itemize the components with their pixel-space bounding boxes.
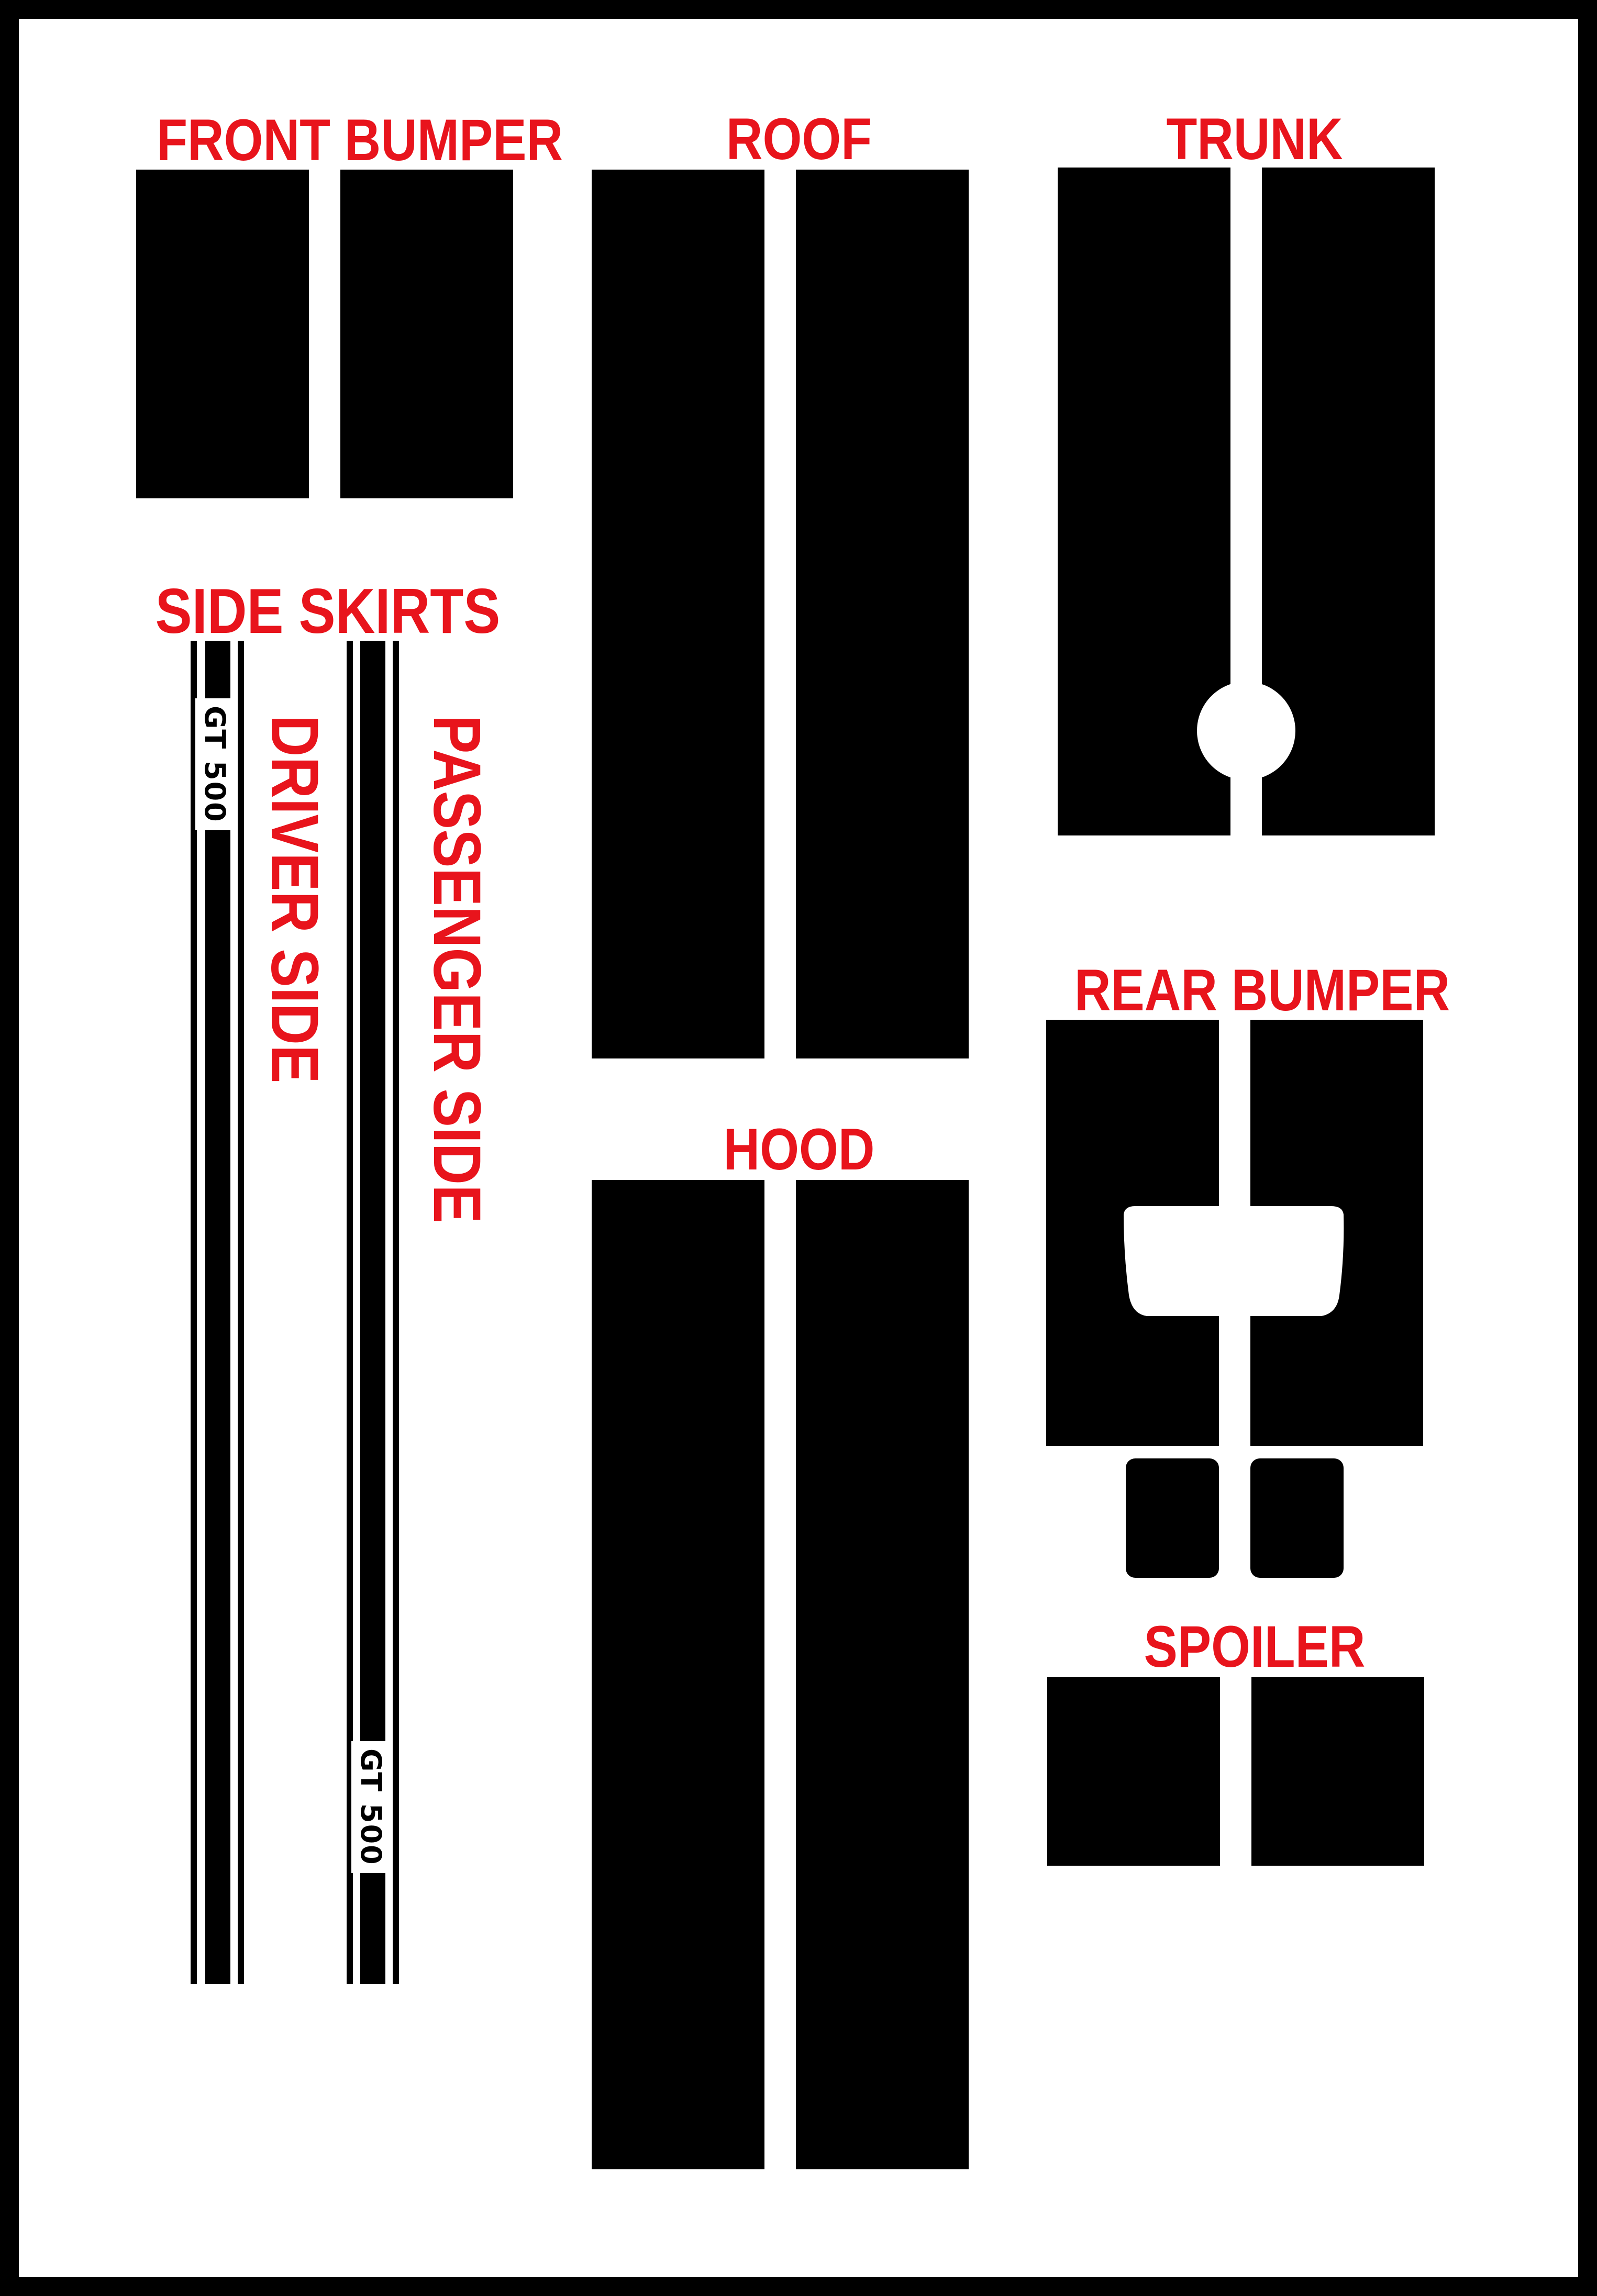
passenger-skirt-pinstripe-left: [347, 641, 353, 1984]
decal-sheet: FRONT BUMPER ROOF TRUNK SIDE SKIRTS GT 5…: [19, 19, 1578, 2277]
driver-side-label: DRIVER SIDE: [257, 715, 332, 1084]
passenger-skirt-pinstripe-right: [393, 641, 399, 1984]
roof-stripe-left: [592, 170, 764, 1058]
trunk-stripes: [1058, 168, 1435, 835]
driver-skirt-pinstripe-left: [191, 641, 197, 1984]
trunk-emblem-cutout: [1197, 682, 1295, 780]
driver-skirt-main-stripe: [205, 641, 230, 1984]
hood-label: HOOD: [723, 1117, 875, 1182]
rear-bumper-plate-cutout: [1124, 1206, 1344, 1316]
trunk-label: TRUNK: [1166, 106, 1343, 172]
roof-stripe-right: [796, 170, 969, 1058]
front-bumper-label: FRONT BUMPER: [157, 107, 563, 173]
passenger-skirt-gt500-text: GT 500: [351, 1741, 390, 1873]
spoiler-stripe-left: [1047, 1677, 1220, 1866]
hood-stripe-left: [592, 1180, 764, 2169]
rear-bumper-stripes: [1046, 1020, 1423, 1578]
front-bumper-stripe-left: [136, 170, 309, 498]
rear-bumper-lower-tab-right: [1250, 1458, 1344, 1578]
hood-stripe-right: [796, 1180, 969, 2169]
driver-skirt-gt500-text: GT 500: [195, 698, 234, 830]
passenger-side-label: PASSENGER SIDE: [419, 715, 494, 1223]
roof-label: ROOF: [726, 106, 872, 172]
rear-bumper-label: REAR BUMPER: [1074, 957, 1450, 1023]
side-skirts-label: SIDE SKIRTS: [155, 575, 501, 647]
spoiler-label: SPOILER: [1144, 1614, 1366, 1679]
driver-skirt-pinstripe-right: [238, 641, 244, 1984]
spoiler-stripe-right: [1251, 1677, 1424, 1866]
rear-bumper-lower-tab-left: [1126, 1458, 1219, 1578]
front-bumper-stripe-right: [340, 170, 513, 498]
